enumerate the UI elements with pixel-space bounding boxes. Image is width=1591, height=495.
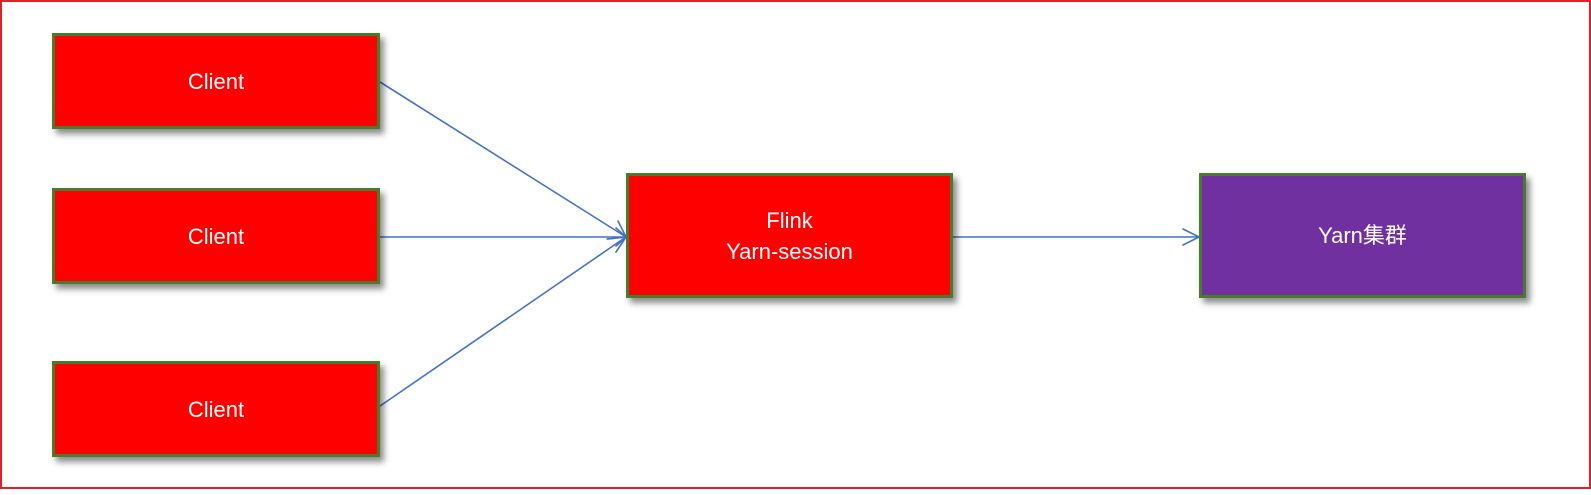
arrow-session-to-yarn [952, 228, 1200, 246]
session-label-line2: Yarn-session [726, 238, 853, 264]
arrow-client-1-to-session [379, 81, 627, 240]
yarn-cluster-box: Yarn集群 [1199, 173, 1526, 298]
arrow-client-2-to-session [379, 227, 627, 247]
client-box: Client [52, 361, 380, 457]
arrow-client-3-to-session [379, 236, 627, 407]
yarn-cluster-label: Yarn集群 [1318, 223, 1407, 248]
client-box: Client [52, 33, 380, 129]
session-label-line1: Flink [766, 207, 813, 233]
client-box: Client [52, 188, 380, 284]
client-label: Client [187, 223, 245, 249]
client-label: Client [187, 68, 245, 94]
flink-yarn-session-box: Flink Yarn-session [626, 173, 953, 298]
client-label: Client [187, 396, 245, 422]
